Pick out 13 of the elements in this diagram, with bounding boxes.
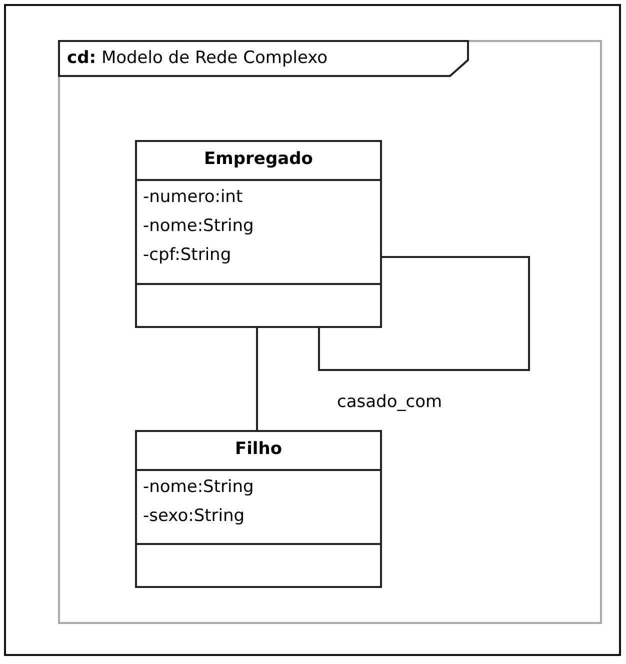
class-box: [135, 430, 382, 588]
association-line: [256, 328, 258, 430]
class-name: Empregado: [137, 142, 380, 181]
attribute: -cpf:String: [142, 244, 232, 267]
diagram-frame: [58, 40, 602, 624]
attribute: -sexo:String: [142, 505, 246, 528]
association-line: [318, 256, 530, 371]
class-box: [135, 140, 382, 328]
attribute: -numero:int: [142, 186, 244, 209]
attribute: -nome:String: [142, 476, 255, 499]
class-name: Filho: [137, 432, 380, 471]
frame-title: cd: Modelo de Rede Complexo: [67, 48, 328, 68]
attribute: -nome:String: [142, 215, 255, 238]
